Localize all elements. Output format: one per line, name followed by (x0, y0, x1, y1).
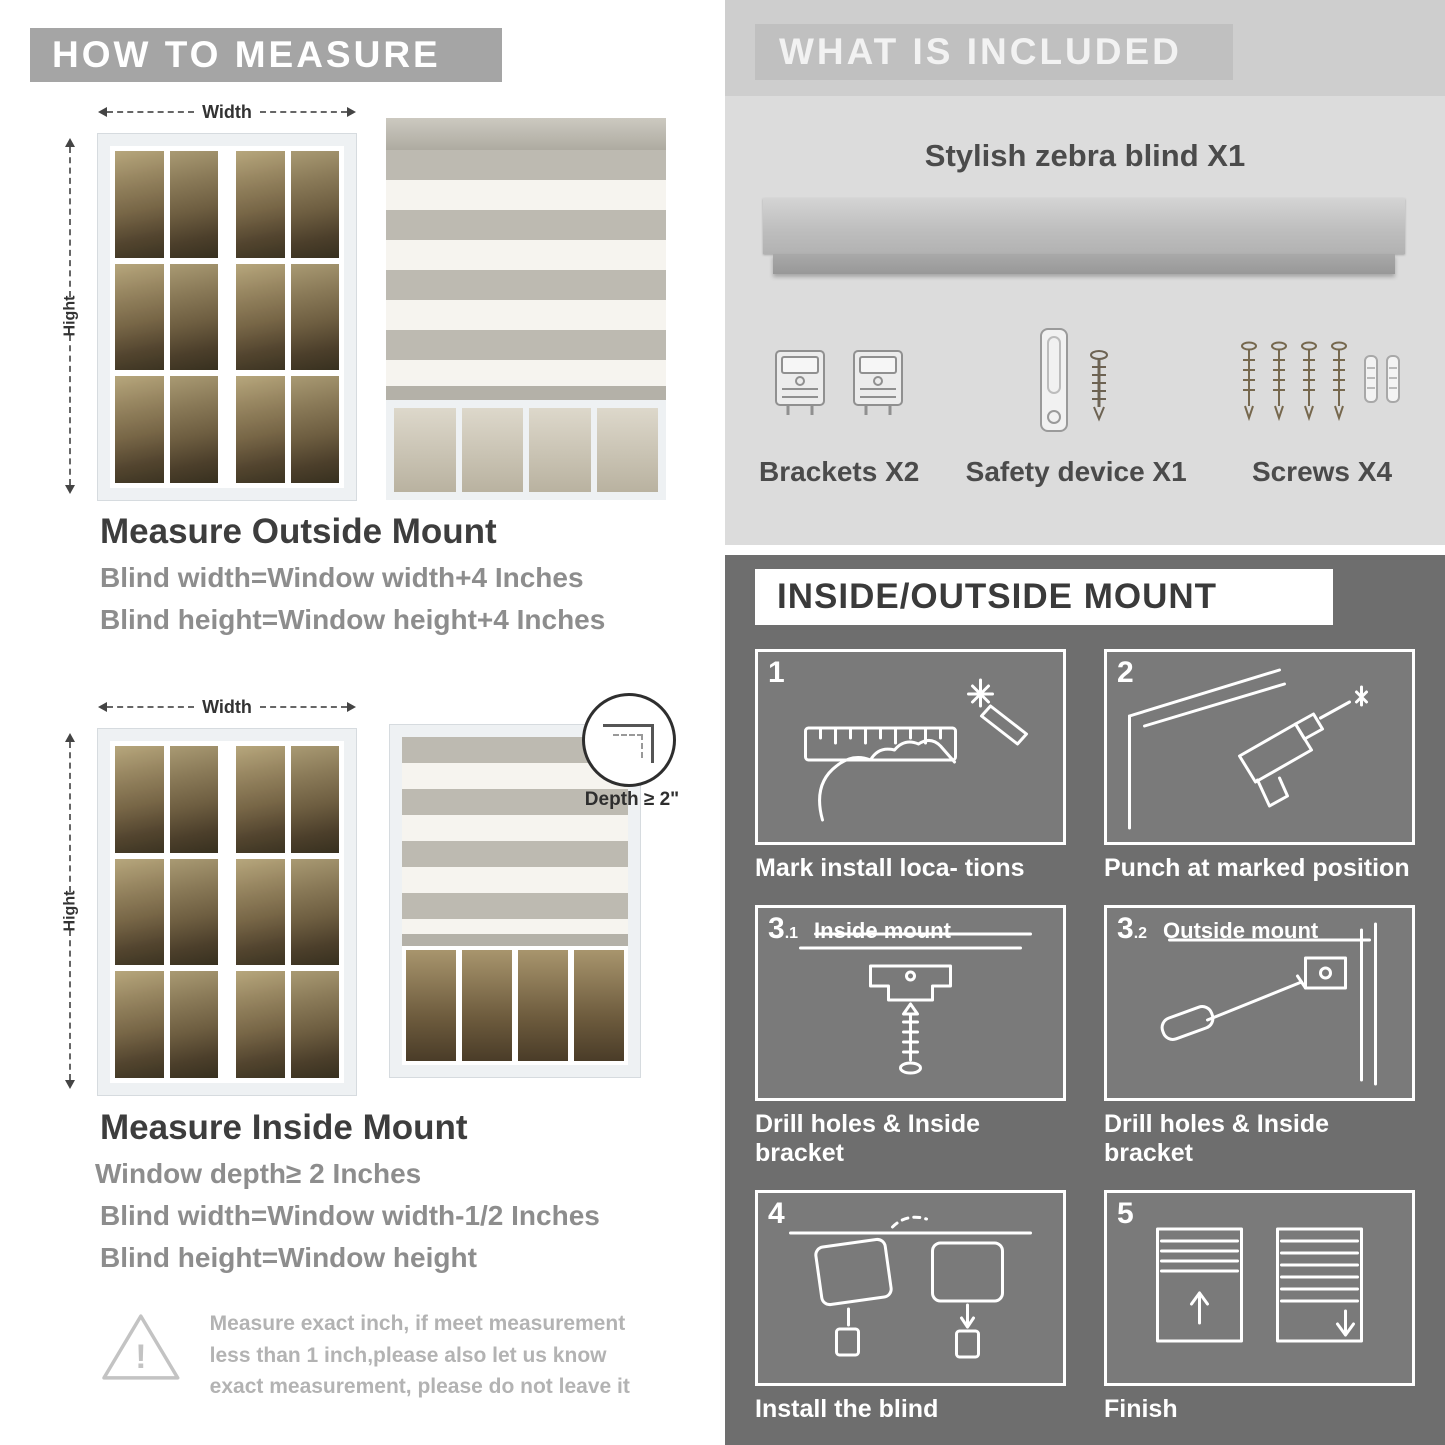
arrow-down-icon (65, 1080, 75, 1089)
inside-mount-formula-depth: Window depth≥ 2 Inches (95, 1158, 422, 1189)
width-label: Width (202, 696, 252, 717)
width-arrow: Width (98, 696, 357, 717)
blind-bottom-rail (386, 386, 666, 400)
zebra-blind-inside-illustration: Depth ≥ 2" (390, 693, 679, 1077)
step-4-cell: 4 (755, 1190, 1066, 1386)
arrow-down-icon (65, 485, 75, 494)
arrow-right-icon (347, 107, 357, 117)
safety-device-icon (1021, 322, 1131, 444)
window-illustration: Width Hight (58, 100, 358, 500)
depth-callout-circle (582, 693, 676, 787)
outside-mount-formula-height: Blind height=Window height+4 Inches (100, 604, 606, 635)
how-to-measure-section: HOW TO MEASURE Width Hight (0, 0, 700, 1445)
zebra-blind-outside-illustration (386, 118, 666, 500)
svg-text:!: ! (135, 1338, 146, 1376)
inside-mount-formula-width: Blind width=Window width-1/2 Inches (100, 1200, 600, 1231)
product-title: Stylish zebra blind X1 (924, 138, 1246, 173)
arrow-up-icon (65, 733, 75, 742)
step-4-caption: Install the blind (755, 1395, 939, 1423)
blind-fabric-stripes (386, 150, 666, 386)
step-5-caption: Finish (1104, 1395, 1178, 1423)
measure-warning: ! Measure exact inch, if meet measuremen… (98, 1308, 638, 1403)
depth-callout-label: Depth ≥ 2" (584, 789, 680, 810)
finished-blinds-icon (1156, 1227, 1363, 1343)
step-2: 2 Punch at marked position (1104, 649, 1415, 883)
step-1: 1 Mark install loca- tions (755, 649, 1066, 883)
warning-text: Measure exact inch, if meet measurement … (209, 1312, 630, 1398)
blind-bottom-rail (402, 933, 628, 946)
screws-icon (1233, 322, 1411, 444)
inside-mount-title: Measure Inside Mount (100, 1108, 468, 1147)
window-photo (98, 729, 356, 1095)
inside-outside-mount-panel: INSIDE/OUTSIDE MOUNT 1 Mark install loca… (725, 555, 1445, 1445)
outside-bracket-icon (1160, 922, 1377, 1086)
outside-mount-title: Measure Outside Mount (100, 512, 497, 551)
install-blind-icon (789, 1215, 1032, 1359)
blind-cassette (386, 118, 666, 150)
screws-label: Screws X4 (1251, 456, 1393, 487)
height-label: Hight (61, 295, 78, 337)
how-to-measure-header: HOW TO MEASURE (30, 28, 502, 82)
what-is-included-panel: WHAT IS INCLUDED Stylish zebra blind X1 (725, 0, 1445, 545)
arrow-up-icon (65, 138, 75, 147)
included-item-screws: Screws X4 (1233, 322, 1411, 488)
step-1-caption: Mark install loca- tions (755, 854, 1025, 882)
inside-mount-formula-height: Blind height=Window height (100, 1242, 477, 1273)
inside-bracket-icon (799, 932, 1032, 1075)
headrail-illustration (763, 198, 1405, 274)
arrow-right-icon (347, 702, 357, 712)
step-1-cell: 1 (755, 649, 1066, 845)
step-3-1-caption: Drill holes & Inside bracket (755, 1110, 981, 1167)
warning-icon: ! (102, 1314, 180, 1380)
drill-icon (1128, 668, 1368, 830)
step-2-caption: Punch at marked position (1104, 854, 1410, 882)
height-arrow: Hight (60, 138, 80, 494)
window-photo (98, 134, 356, 500)
what-is-included-header: WHAT IS INCLUDED (755, 24, 1233, 80)
width-label: Width (202, 101, 252, 122)
included-items: Brackets X2 Safety device X1 (759, 322, 1411, 488)
height-label: Hight (61, 890, 78, 932)
brackets-label: Brackets X2 (759, 456, 920, 487)
included-item-brackets: Brackets X2 (759, 322, 919, 488)
step-5: 5 Finish (1104, 1190, 1415, 1424)
inside-mount-figures: Width Hight (58, 693, 679, 1095)
step-2-cell: 2 (1104, 649, 1415, 845)
window-illustration: Width Hight (58, 695, 358, 1095)
mark-location-icon (804, 678, 1028, 822)
outside-mount-formula-width: Blind width=Window width+4 Inches (100, 562, 584, 593)
bracket-icon (768, 322, 910, 444)
height-arrow: Hight (60, 733, 80, 1089)
arrow-left-icon (98, 107, 107, 117)
blind-fabric-stripes (402, 737, 628, 934)
mount-header: INSIDE/OUTSIDE MOUNT (755, 569, 1333, 625)
outside-mount-figures: Width Hight (58, 100, 666, 500)
arrow-left-icon (98, 702, 107, 712)
width-arrow: Width (98, 101, 357, 122)
included-item-safety-device: Safety device X1 (966, 322, 1187, 488)
window-below-blind (402, 945, 628, 1065)
window-frame (390, 725, 640, 1077)
headrail-top (763, 198, 1405, 254)
safety-device-label: Safety device X1 (965, 456, 1187, 487)
window-below-blind (386, 400, 666, 500)
step-4: 4 Install the blind (755, 1190, 1066, 1424)
headrail-lip (773, 254, 1395, 274)
installation-steps: 1 Mark install loca- tions 2 (755, 649, 1415, 1424)
step-3-2-caption: Drill holes & Inside bracket (1104, 1110, 1330, 1167)
step-5-cell: 5 (1104, 1190, 1415, 1386)
